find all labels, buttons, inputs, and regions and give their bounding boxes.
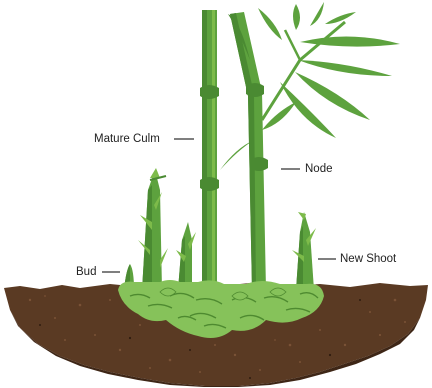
new-shoot-right <box>292 212 316 290</box>
mature-culm-left <box>200 10 219 290</box>
leaf <box>310 2 324 26</box>
new-shoot-left <box>138 168 168 290</box>
leaf <box>325 12 356 24</box>
mature-culm-right <box>228 12 268 290</box>
culm-node <box>200 177 219 191</box>
culm-node <box>250 157 268 171</box>
node-label: Node <box>305 164 333 176</box>
leaf <box>293 4 300 30</box>
culm-node <box>200 85 219 99</box>
leaf <box>298 60 392 76</box>
branch <box>285 30 300 60</box>
mature-culm-label: Mature Culm <box>94 134 160 146</box>
bud-label: Bud <box>76 267 96 279</box>
new-shoot-label: New Shoot <box>340 254 396 266</box>
leaf <box>262 102 296 130</box>
new-shoot-middle <box>176 222 196 290</box>
leaf <box>300 36 400 46</box>
culm-node <box>246 83 264 97</box>
leaf <box>258 8 282 40</box>
leaf <box>220 140 254 170</box>
